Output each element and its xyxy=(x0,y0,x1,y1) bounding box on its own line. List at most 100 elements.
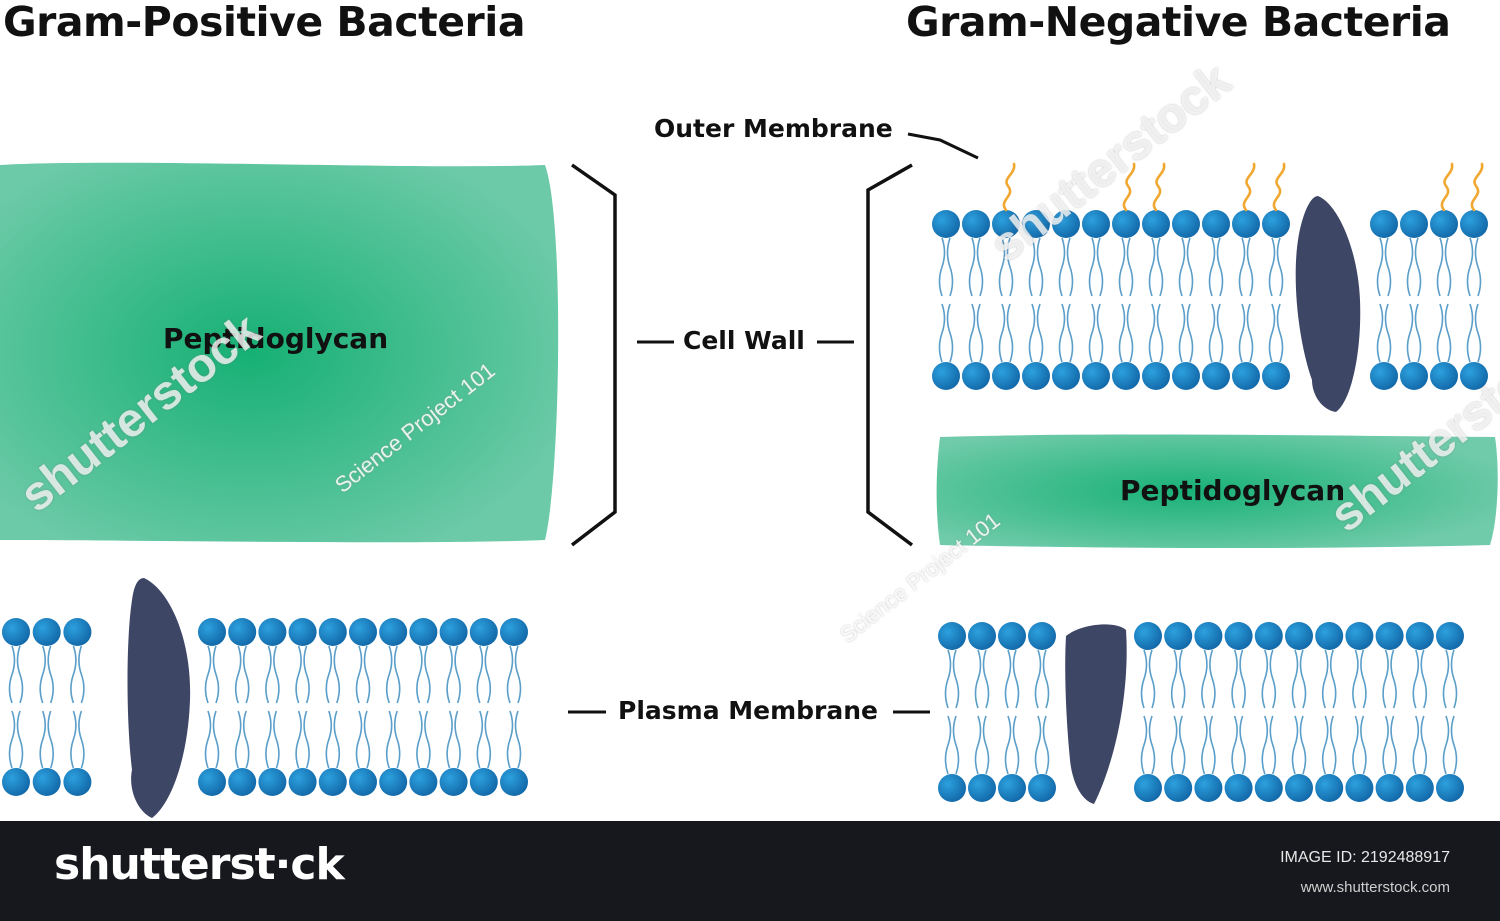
phosphate-head xyxy=(1262,362,1290,390)
lipid-tail xyxy=(355,645,363,704)
phosphate-head xyxy=(998,622,1026,650)
lipid-tail xyxy=(946,303,954,363)
lipid-tail xyxy=(1329,649,1337,709)
lipid-tail xyxy=(273,645,280,704)
phosphate-head xyxy=(1052,362,1080,390)
outer-membrane-label: Outer Membrane xyxy=(654,114,893,143)
lipopolysaccharide-chain xyxy=(1242,162,1256,212)
lipid-tail xyxy=(16,645,24,704)
lipid-tail xyxy=(454,710,461,769)
phosphate-head xyxy=(992,210,1020,238)
lipid-tail xyxy=(1269,649,1277,709)
lipid-tail xyxy=(1118,237,1126,297)
lipopolysaccharide-chain xyxy=(1272,162,1286,212)
phosphate-head xyxy=(1194,622,1223,650)
phosphate-head xyxy=(962,210,990,238)
lipid-tail xyxy=(1376,303,1384,363)
lipid-tail xyxy=(1028,237,1036,297)
lipid-tail xyxy=(1474,303,1482,363)
lipid-tail xyxy=(1201,649,1208,709)
phosphate-head xyxy=(32,618,61,646)
lipid-tail xyxy=(1231,649,1238,709)
lipid-tail xyxy=(952,649,960,709)
lipid-tail xyxy=(1261,649,1269,709)
lipid-tail xyxy=(424,645,431,704)
lipid-tail xyxy=(333,645,341,704)
lipid-tail xyxy=(265,710,272,769)
footer-url-link[interactable]: www.shutterstock.com xyxy=(1300,879,1450,896)
lipid-tail xyxy=(1299,649,1307,709)
footer-bar: shutterst·ck IMAGE ID: 2192488917 www.sh… xyxy=(0,821,1500,921)
phosphate-head xyxy=(63,618,92,646)
lipid-tail xyxy=(454,645,461,704)
membrane-protein xyxy=(127,578,191,818)
lipid-tail xyxy=(1376,237,1384,297)
lipid-tail xyxy=(514,710,522,769)
phosphate-head xyxy=(318,618,347,646)
lipid-tail xyxy=(1246,303,1254,363)
lipid-tail xyxy=(1466,237,1474,297)
lipid-tail xyxy=(1276,303,1284,363)
phosphate-head xyxy=(1224,774,1253,802)
lipopolysaccharide-chain xyxy=(1002,162,1016,212)
lipopolysaccharide-chain xyxy=(1152,162,1166,212)
phosphate-head xyxy=(469,768,498,796)
lipid-tail xyxy=(1201,715,1208,775)
phosphate-head xyxy=(1345,774,1374,802)
lipid-tail xyxy=(1390,649,1397,709)
membrane-protein xyxy=(1065,624,1127,804)
lipid-tail xyxy=(476,645,484,704)
phosphate-head xyxy=(409,768,438,796)
phosphate-head xyxy=(439,768,468,796)
phosphate-head xyxy=(63,768,92,796)
footer-logo[interactable]: shutterst·ck xyxy=(54,839,345,890)
lipid-tail xyxy=(484,645,492,704)
phosphate-head xyxy=(1375,622,1404,650)
lipid-tail xyxy=(998,303,1006,363)
lipid-tail xyxy=(1170,715,1178,775)
lipid-tail xyxy=(1276,237,1284,297)
lipid-tail xyxy=(393,710,401,769)
lipid-tail xyxy=(1156,237,1164,297)
lipid-tail xyxy=(1268,237,1276,297)
lipid-tail xyxy=(1384,303,1392,363)
lipid-tail xyxy=(1384,237,1392,297)
lipid-tail xyxy=(1414,303,1422,363)
lipid-tail xyxy=(39,710,46,769)
lipid-tail xyxy=(1208,303,1216,363)
phosphate-head xyxy=(1370,210,1398,238)
phosphate-head xyxy=(1232,210,1260,238)
lipid-tail xyxy=(1412,715,1420,775)
phosphate-head xyxy=(1430,210,1458,238)
lipid-tail xyxy=(944,649,952,709)
phosphate-head xyxy=(1134,622,1162,650)
phosphate-head xyxy=(409,618,438,646)
lipid-tail xyxy=(1178,649,1186,709)
lipid-tail xyxy=(325,645,333,704)
lipid-tail xyxy=(1406,303,1414,363)
lipid-tail xyxy=(212,645,220,704)
lipid-tail xyxy=(355,710,363,769)
phosphate-head xyxy=(288,618,317,646)
lipid-tail xyxy=(47,645,54,704)
lipid-tail xyxy=(1058,303,1066,363)
phosphate-head xyxy=(1315,622,1344,650)
lipid-tail xyxy=(16,710,24,769)
phosphate-head xyxy=(198,768,226,796)
phosphate-head xyxy=(379,768,408,796)
phosphate-head xyxy=(962,362,990,390)
phosphate-head xyxy=(1142,362,1170,390)
phosphate-head xyxy=(500,768,528,796)
image-id-text: IMAGE ID: 2192488917 xyxy=(1280,849,1450,866)
lipid-tail xyxy=(385,645,393,704)
phosphate-head xyxy=(2,768,30,796)
peptidoglycan-label-right: Peptidoglycan xyxy=(1120,474,1346,507)
phosphate-head xyxy=(349,768,377,796)
lipid-tail xyxy=(1360,649,1367,709)
phosphate-head xyxy=(1405,622,1434,650)
lipid-tail xyxy=(234,710,242,769)
lipid-tail xyxy=(1178,715,1186,775)
phosphate-head xyxy=(1315,774,1344,802)
lipid-tail xyxy=(1412,649,1420,709)
lipid-tail xyxy=(1178,303,1186,363)
